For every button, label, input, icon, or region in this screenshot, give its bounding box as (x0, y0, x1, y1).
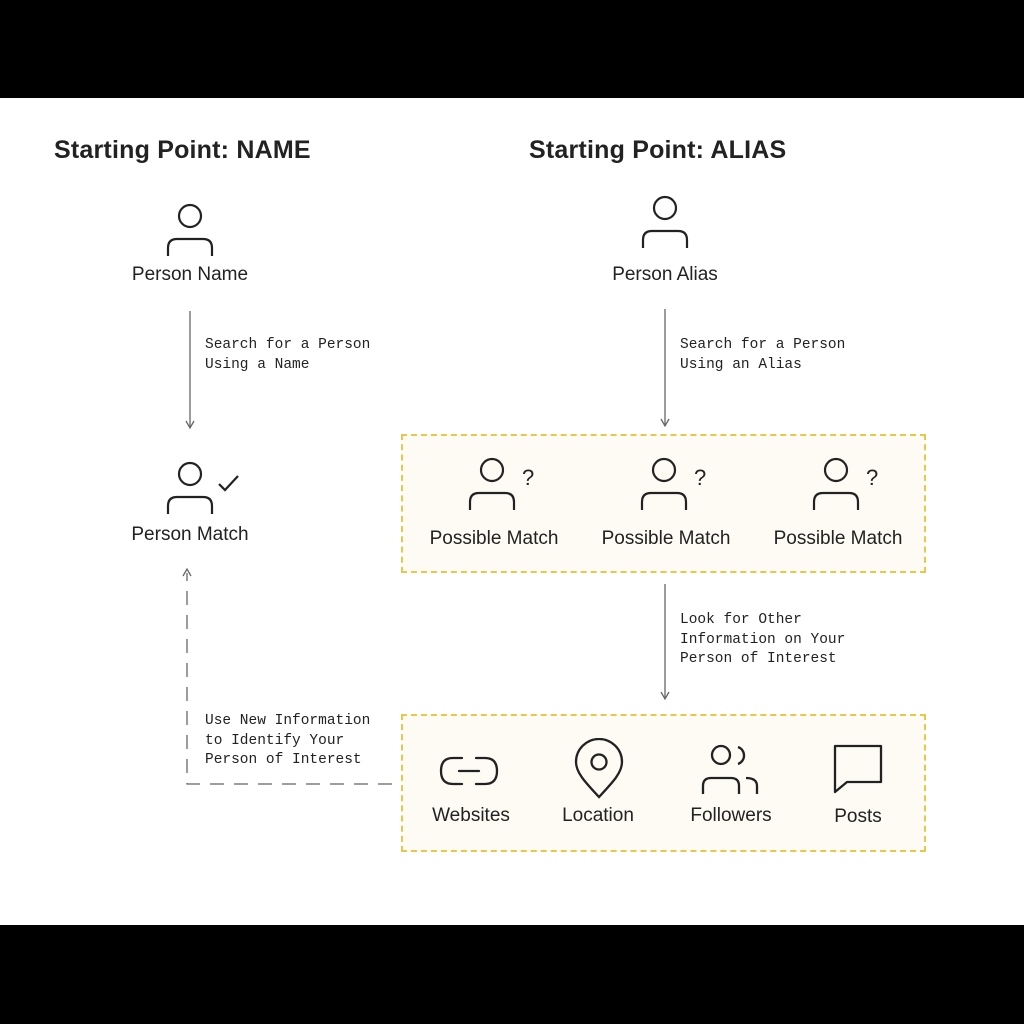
link-icon (439, 756, 499, 786)
node-possible-match-2: Possible Match (601, 528, 731, 549)
person-icon (166, 203, 214, 256)
node-person-match: Person Match (131, 524, 249, 545)
arrow-name-to-match (185, 311, 195, 430)
svg-text:?: ? (694, 465, 706, 490)
step-use-new-info: Use New Information to Identify Your Per… (205, 713, 371, 768)
heading-name: Starting Point: NAME (54, 136, 311, 164)
arrow-matches-to-info (660, 584, 670, 701)
diagram-canvas: Starting Point: NAME Starting Point: ALI… (0, 98, 1024, 925)
node-posts: Posts (834, 806, 882, 827)
person-question-icon: ? (812, 457, 878, 510)
connector-layer (182, 309, 670, 785)
step-look-for-info: Look for Other Information on Your Perso… (680, 612, 846, 667)
person-check-icon (166, 461, 239, 514)
svg-text:?: ? (522, 465, 534, 490)
users-icon (701, 744, 759, 794)
node-person-alias: Person Alias (612, 264, 718, 285)
node-person-name: Person Name (131, 264, 249, 285)
node-possible-match-1: Possible Match (429, 528, 559, 549)
arrow-feedback-dashed (182, 567, 392, 785)
speech-bubble-icon (833, 744, 883, 794)
person-question-icon: ? (640, 457, 706, 510)
map-pin-icon (574, 738, 624, 799)
step-search-by-alias: Search for a Person Using an Alias (680, 337, 846, 373)
node-followers: Followers (690, 805, 772, 826)
arrow-alias-to-matches (660, 309, 670, 428)
person-icon (641, 195, 689, 248)
node-websites: Websites (432, 805, 510, 826)
heading-alias: Starting Point: ALIAS (529, 136, 787, 164)
node-location: Location (562, 805, 634, 826)
step-search-by-name: Search for a Person Using a Name (205, 337, 371, 373)
svg-text:?: ? (866, 465, 878, 490)
node-possible-match-3: Possible Match (773, 528, 903, 549)
person-question-icon: ? (468, 457, 534, 510)
possible-matches-group (401, 434, 926, 573)
